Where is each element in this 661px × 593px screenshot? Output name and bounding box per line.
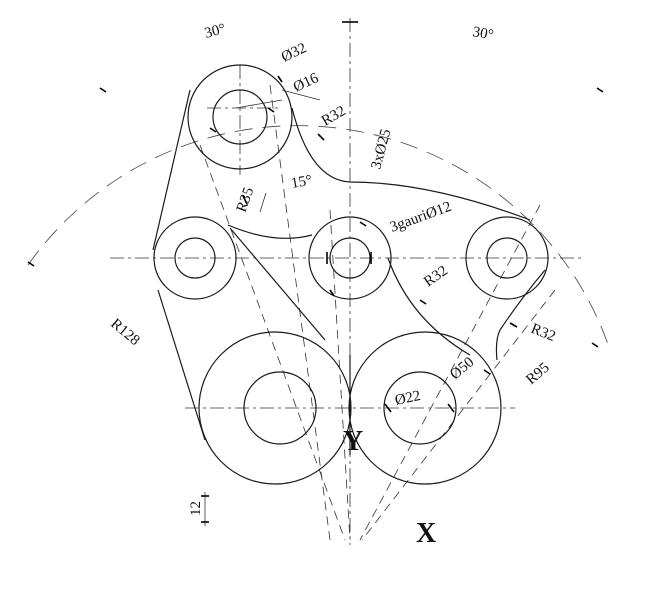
holes-25-label: 3xØ25 (368, 127, 394, 171)
diameter-16-label: Ø16 (291, 70, 322, 96)
angle-15-label: 15° (290, 173, 313, 192)
holes-12-label: 3gauriØ12 (388, 199, 454, 236)
dimension-12-label: 12 (188, 501, 204, 516)
axis-y-label: Y (343, 426, 363, 457)
bottom-right-boss (348, 331, 502, 485)
bottom-left-boss (198, 331, 352, 485)
radius-95-label: R95 (523, 360, 552, 388)
left-boss (153, 216, 237, 300)
middle-boss (308, 216, 392, 300)
radius-32-right-label: R32 (529, 321, 558, 345)
angle-right-label: 30° (471, 24, 494, 43)
outer-contour (152, 89, 546, 441)
center-lines (110, 18, 585, 545)
diameter-22-label: Ø22 (394, 388, 423, 409)
top-boss (187, 64, 293, 170)
right-boss (465, 216, 549, 300)
dimension-ticks (27, 21, 604, 526)
radius-32-top-label: R32 (319, 103, 349, 129)
radius-32-middle-label: R32 (421, 263, 451, 290)
radius-35-label: R35 (234, 185, 258, 214)
angle-left-label: 30° (203, 21, 227, 42)
diameter-32-label: Ø32 (279, 40, 309, 65)
axis-x-label: X (416, 518, 436, 549)
diameter-50-label: Ø50 (447, 354, 477, 383)
construction-lines (199, 84, 556, 541)
radius-128-label: R128 (107, 316, 142, 349)
